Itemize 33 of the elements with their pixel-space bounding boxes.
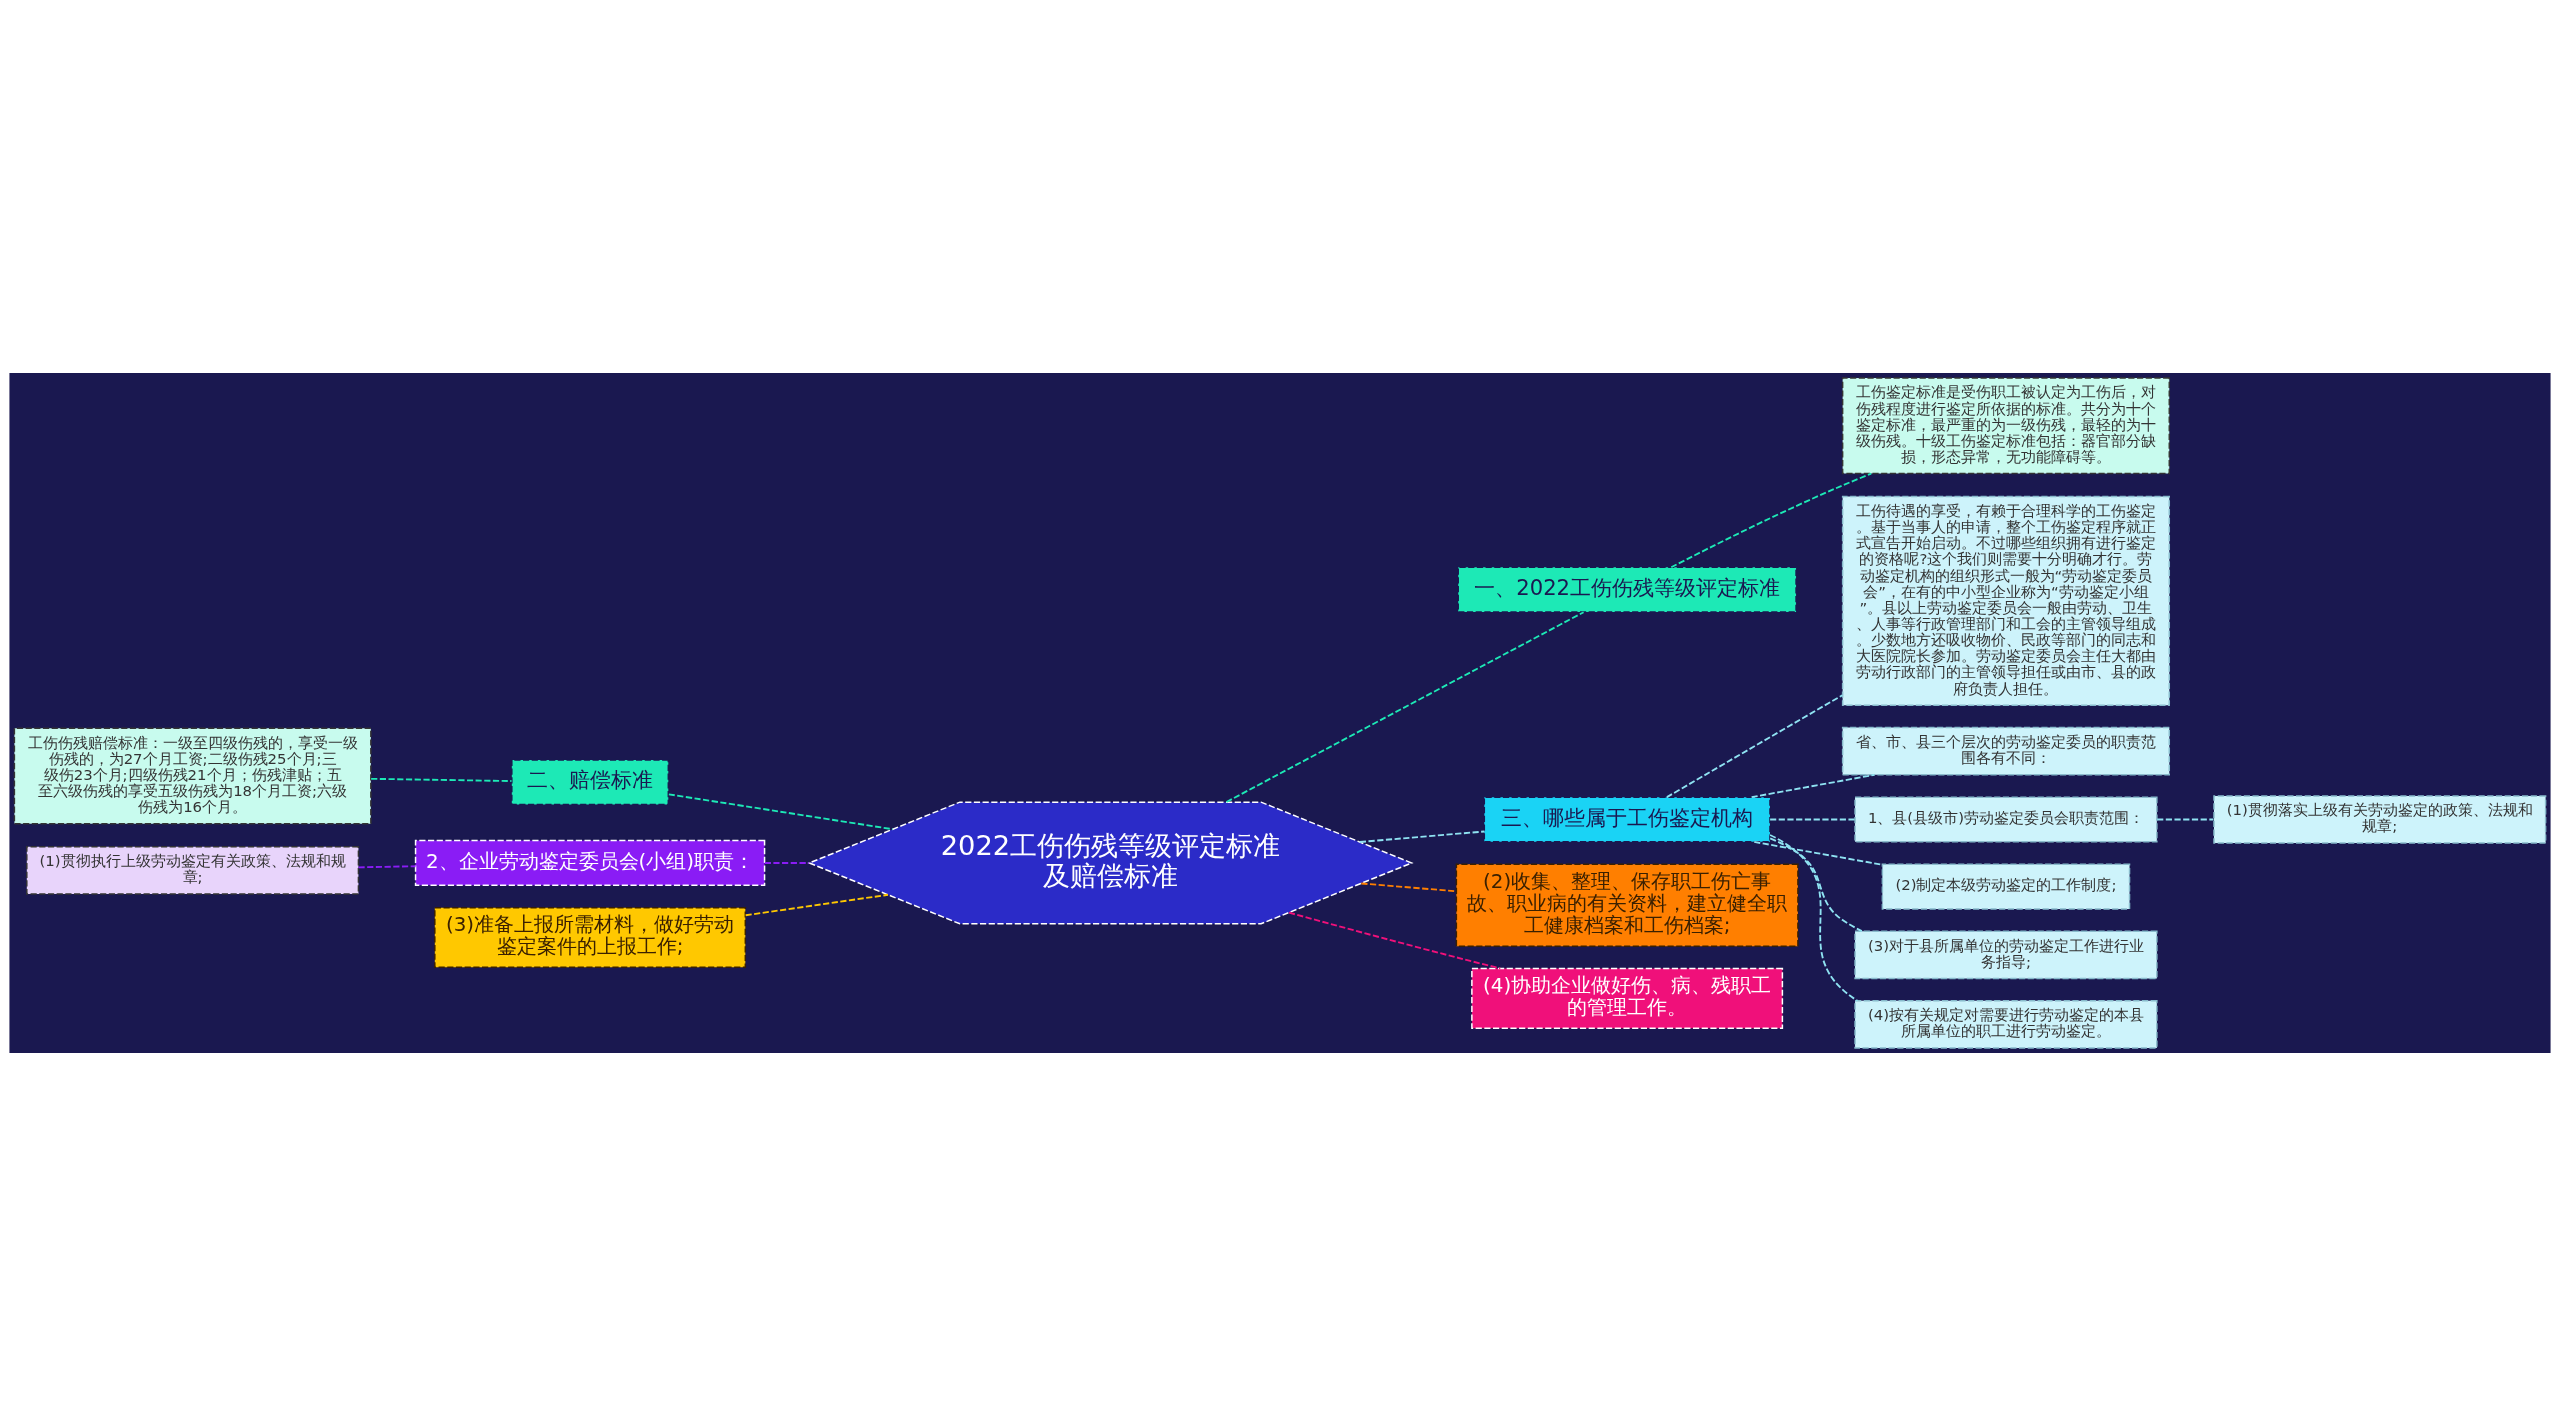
connector: [763, 861, 810, 864]
node-box: 省、市、县三个层次的劳动鉴定委员的职责范围各有不同：: [1841, 726, 2171, 776]
node-box: 三、哪些属于工伤鉴定机构: [1483, 795, 1771, 843]
connector: [357, 864, 417, 868]
node-box: (2)制定本级劳动鉴定的工作制度;: [1881, 862, 2131, 910]
connector: [1288, 911, 1502, 969]
connector: [1769, 833, 1859, 1002]
node-box: 2、企业劳动鉴定委员会(小组)职责：: [414, 839, 766, 886]
connector: [1750, 773, 1876, 798]
connector: [1769, 818, 1856, 820]
node-box: 工伤待遇的享受，有赖于合理科学的工伤鉴定。基于当事人的申请，整个工伤鉴定程序就正式宣告开始启动。不过哪些组织拥有进行鉴定的资格呢?这个我们则需要十分明确才行。劳动鉴定机构的组织形式一般为“劳动鉴定委员会”，在有的中小型企业称为“劳动鉴定小组”。县以上劳动鉴定委员会一般由劳动、卫生、人事等行政管理部门和工会的主管领导组成。少数地方还吸收物价、民政等部门的同志和大医院院长参加。劳动鉴定委员会主任大都由劳动行政部门的主管领导担任或由市、县的政府负责人担任。: [1841, 495, 2171, 706]
node-box: 二、赔偿标准: [511, 758, 670, 805]
node-box: 工伤鉴定标准是受伤职工被认定为工伤后，对伤残程度进行鉴定所依据的标准。共分为十个鉴定标准，最严重的为一级伤残，最轻的为十级伤残。十级工伤鉴定标准包括：器官部分缺损，形态异常，无功能障碍等。: [1841, 376, 2171, 474]
connector: [1665, 693, 1844, 798]
node-box: (1)贯彻执行上级劳动鉴定有关政策、法规和规章;: [26, 845, 360, 895]
node-box: (1)贯彻落实上级有关劳动鉴定的政策、法规和规章;: [2213, 794, 2547, 844]
connector: [744, 893, 889, 916]
node-box: 一、2022工伤伤残等级评定标准: [1457, 566, 1797, 613]
node-box: 工伤伤残赔偿标准：一级至四级伤残的，享受一级伤残的，为27个月工资;二级伤残25个月;三级伤23个月;四级伤残21个月；伤残津贴；五至六级伤残的享受五级伤残为18个月工资;六级伤残为16个月。: [13, 726, 372, 825]
connector: [1360, 882, 1457, 892]
node-box: (3)对于县所属单位的劳动鉴定工作进行业务指导;: [1854, 930, 2158, 979]
connector: [2156, 818, 2215, 820]
connector: [1225, 610, 1585, 803]
connector: [667, 792, 894, 830]
connector: [1358, 830, 1486, 843]
node-box: (2)收集、整理、保存职工伤亡事故、职业病的有关资料，建立健全职工健康档案和工伤档案;: [1455, 862, 1799, 947]
connector: [1670, 472, 1873, 568]
connector: [370, 777, 513, 782]
node-box: (4)按有关规定对需要进行劳动鉴定的本县所属单位的职工进行劳动鉴定。: [1854, 999, 2158, 1049]
node-box: (3)准备上报所需材料，做好劳动鉴定案件的上报工作;: [434, 906, 747, 968]
node-box: (4)协助企业做好伤、病、残职工的管理工作。: [1471, 967, 1784, 1029]
connector: [1769, 837, 1863, 932]
node-box: 1、县(县级市)劳动鉴定委员会职责范围：: [1854, 795, 2158, 843]
